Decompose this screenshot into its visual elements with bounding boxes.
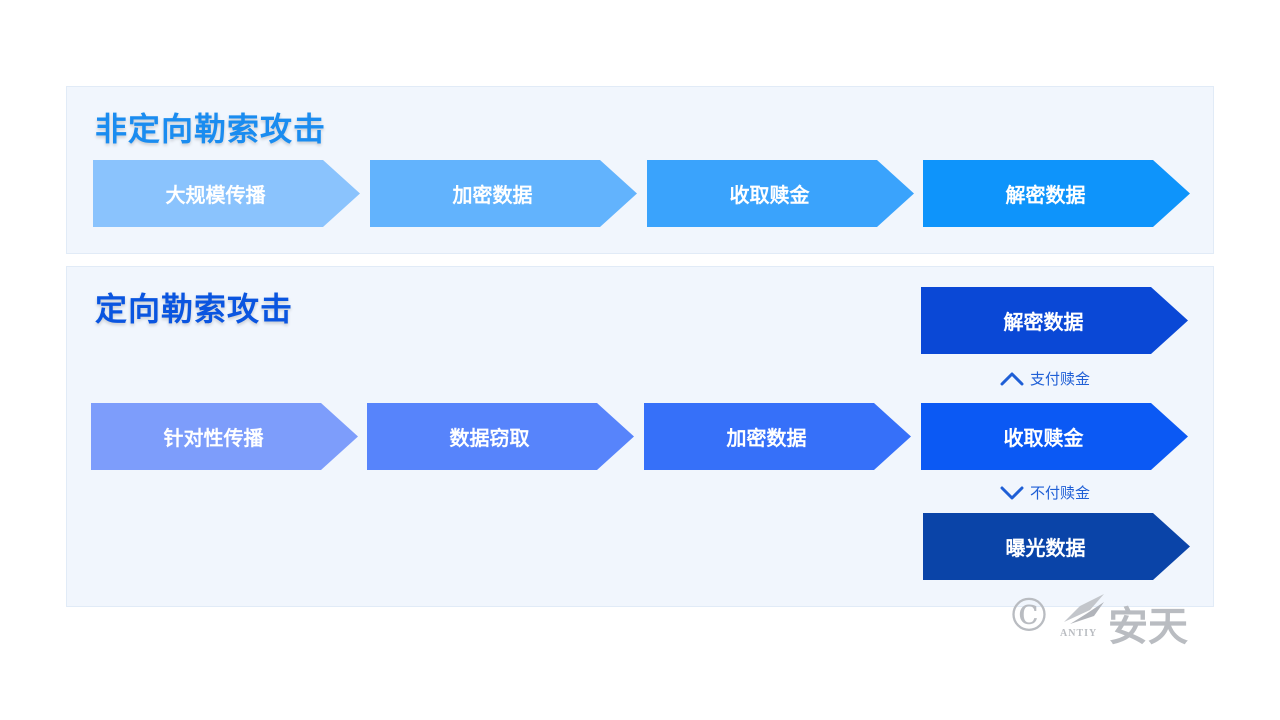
step-label: 曝光数据 [1005,536,1086,560]
antiy-brand-cn: 安天 [1108,604,1188,650]
step-label: 解密数据 [1003,310,1084,334]
step-label: 解密数据 [1005,183,1086,207]
targeted-attack-title: 定向勒索攻击 [95,290,294,328]
targeted-outcome-decrypt: 解密数据 [921,287,1188,354]
chevron-down-icon [1000,486,1024,499]
untargeted-step-ransom: 收取赎金 [647,160,914,227]
copyright-symbol: © [1006,588,1052,642]
targeted-step-spread: 针对性传播 [91,403,358,470]
step-label: 收取赎金 [729,183,810,207]
targeted-outcome-leak: 曝光数据 [923,513,1190,580]
step-label: 数据窃取 [449,426,530,450]
antiy-logo-icon [1064,594,1104,624]
step-label: 大规模传播 [165,183,266,207]
step-label: 针对性传播 [163,426,264,450]
untargeted-step-spread: 大规模传播 [93,160,360,227]
pay-ransom-note: 支付赎金 [1000,368,1090,389]
no-pay-ransom-note: 不付赎金 [1000,482,1090,503]
pay-ransom-label: 支付赎金 [1030,370,1091,388]
targeted-step-encrypt: 加密数据 [644,403,911,470]
step-label: 加密数据 [452,183,533,207]
targeted-step-ransom: 收取赎金 [921,403,1188,470]
step-label: 加密数据 [726,426,807,450]
targeted-step-exfiltrate: 数据窃取 [367,403,634,470]
untargeted-attack-title: 非定向勒索攻击 [95,110,327,148]
antiy-brand-en: ANTIY [1060,628,1098,639]
untargeted-step-decrypt: 解密数据 [923,160,1190,227]
no-pay-ransom-label: 不付赎金 [1030,484,1091,502]
antiy-watermark: © ANTIY 安天 [1006,588,1212,650]
chevron-up-icon [1000,372,1024,385]
step-label: 收取赎金 [1003,426,1084,450]
untargeted-step-encrypt: 加密数据 [370,160,637,227]
